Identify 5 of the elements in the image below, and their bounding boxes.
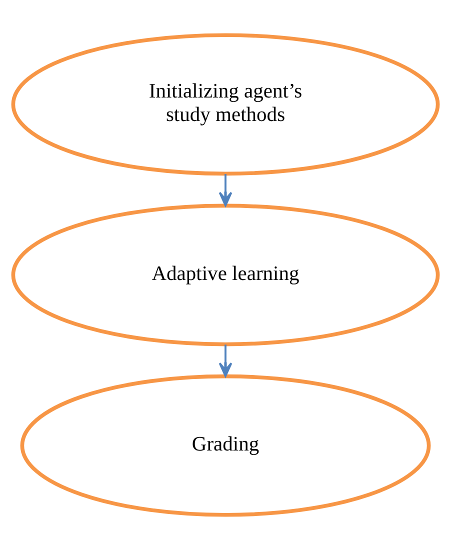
node-ellipse: Grading	[20, 374, 431, 516]
node-ellipse: Initializing agent’s study methods	[11, 32, 440, 176]
arrow	[218, 174, 232, 206]
arrow	[218, 344, 232, 376]
node-ellipse: Adaptive learning	[11, 203, 440, 346]
